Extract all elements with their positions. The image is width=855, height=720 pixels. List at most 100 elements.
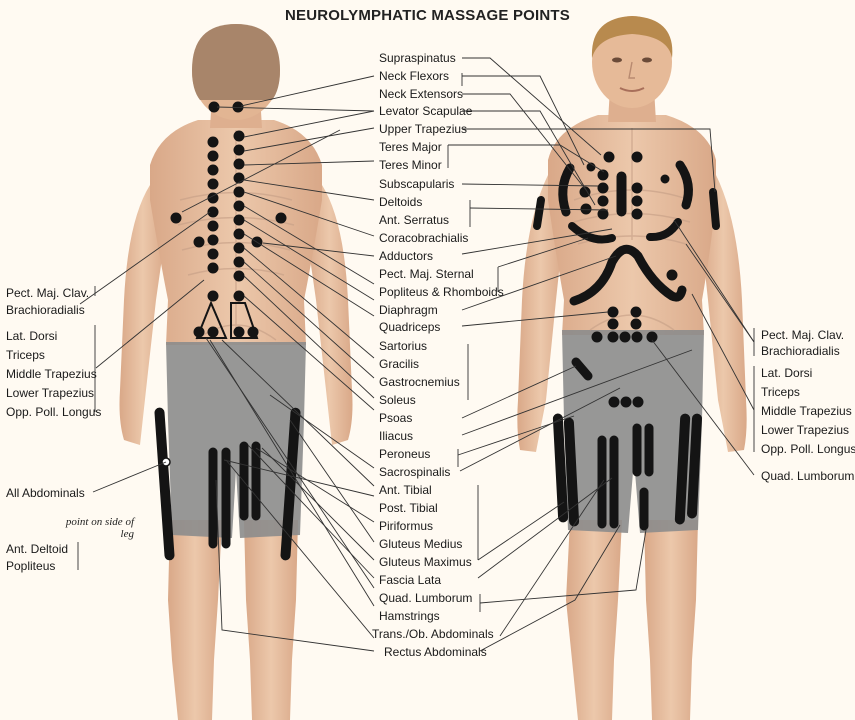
point-front-sternum-bar	[616, 171, 627, 217]
point-back-triangle-left	[195, 300, 228, 339]
point-back-lower	[233, 290, 245, 302]
label-left-middle-trapezius: Middle Trapezius	[6, 367, 97, 381]
label-levator-scapulae: Levator Scapulae	[379, 104, 473, 118]
label-right-middle-trapezius: Middle Trapezius	[761, 404, 852, 418]
point-back-lower	[207, 290, 219, 302]
label-quadriceps: Quadriceps	[379, 320, 441, 334]
point-back-spine	[233, 228, 245, 240]
point-front-chest	[631, 151, 643, 163]
note-point-on-side-of-leg: point on side of leg	[65, 516, 134, 540]
label-ant-deltoid: Ant. Deltoid	[6, 542, 69, 556]
label-ant-serratus: Ant. Serratus	[379, 213, 450, 227]
massage-points	[154, 101, 720, 561]
point-back-spine	[207, 150, 219, 162]
label-right-triceps: Triceps	[761, 385, 800, 399]
label-pect-maj-sternal: Pect. Maj. Sternal	[379, 267, 474, 281]
point-back-side	[193, 236, 205, 248]
label-left-brachioradialis: Brachioradialis	[6, 303, 85, 317]
point-back-leg-bar	[280, 407, 301, 561]
point-back-spine	[233, 242, 245, 254]
point-back-spine	[207, 262, 219, 274]
label-supraspinatus: Supraspinatus	[379, 51, 456, 65]
point-back-spine	[233, 172, 245, 184]
label-deltoids: Deltoids	[379, 195, 423, 209]
label-right-brachioradialis: Brachioradialis	[761, 344, 840, 358]
label-gluteus-medius: Gluteus Medius	[379, 537, 463, 551]
point-front-abdomen	[630, 306, 642, 318]
back-figure	[119, 24, 353, 720]
label-iliacus: Iliacus	[379, 429, 414, 443]
label-fascia-lata: Fascia Lata	[379, 573, 442, 587]
point-front-chest	[660, 174, 670, 184]
point-front-groin	[632, 396, 644, 408]
label-quad-lumborum: Quad. Lumborum	[379, 591, 473, 605]
label-popliteus-left: Popliteus	[6, 559, 56, 573]
point-front-chest	[579, 186, 591, 198]
point-front-under-chest	[646, 218, 682, 242]
point-front-abdomen	[591, 331, 603, 343]
point-front-leg-bar	[687, 413, 702, 519]
point-front-groin	[620, 396, 632, 408]
label-left-pect-maj-clav: Pect. Maj. Clav.	[6, 286, 90, 300]
point-back-spine	[233, 130, 245, 142]
point-back-side	[275, 212, 287, 224]
label-neck-flexors: Neck Flexors	[379, 69, 450, 83]
label-right-pect-maj-clav: Pect. Maj. Clav.	[761, 328, 845, 342]
point-back-spine	[207, 164, 219, 176]
point-front-side-bar	[558, 163, 575, 217]
point-front-arm-bar	[533, 196, 545, 230]
label-ant-tibial: Ant. Tibial	[379, 483, 432, 497]
label-right-lat-dorsi: Lat. Dorsi	[761, 366, 813, 380]
point-back-side	[170, 212, 182, 224]
label-peroneus: Peroneus	[379, 447, 431, 461]
label-adductors: Adductors	[379, 249, 434, 263]
label-left-opp-poll-longus: Opp. Poll. Longus	[6, 405, 102, 419]
point-back-leg-bar	[154, 407, 175, 561]
label-gluteus-maximus: Gluteus Maximus	[379, 555, 472, 569]
point-front-groin	[608, 396, 620, 408]
point-back-spine	[233, 158, 245, 170]
point-back-spine	[233, 270, 245, 282]
label-teres-major: Teres Major	[379, 140, 442, 154]
label-soleus: Soleus	[379, 393, 416, 407]
label-diaphragm: Diaphragm	[379, 303, 438, 317]
point-back-spine	[233, 144, 245, 156]
point-back-triangle-right	[230, 302, 259, 339]
label-teres-minor: Teres Minor	[379, 158, 442, 172]
label-trans-ob-abdominals: Trans./Ob. Abdominals	[372, 627, 494, 641]
point-back-leg-bar	[221, 447, 231, 549]
point-front-chest	[631, 195, 643, 207]
point-back-spine	[207, 248, 219, 260]
point-front-chest	[603, 151, 615, 163]
label-all-abdominals: All Abdominals	[6, 486, 85, 500]
diagram-title: NEUROLYMPHATIC MASSAGE POINTS	[285, 7, 570, 24]
label-coracobrachialis: Coracobrachialis	[379, 231, 469, 245]
label-right-lower-trapezius: Lower Trapezius	[761, 423, 850, 437]
point-back-sacral	[233, 326, 245, 338]
point-back-spine	[207, 178, 219, 190]
point-front-leg-bar	[597, 435, 607, 529]
point-front-leg-bar	[644, 423, 654, 477]
label-left-lat-dorsi: Lat. Dorsi	[6, 329, 58, 343]
point-front-abdomen	[607, 306, 619, 318]
label-subscapularis: Subscapularis	[379, 177, 455, 191]
label-right-quad-lumborum: Quad. Lumborum	[761, 469, 855, 483]
label-hamstrings: Hamstrings	[379, 609, 440, 623]
label-rectus-abdominals: Rectus Abdominals	[384, 645, 487, 659]
label-sartorius: Sartorius	[379, 339, 428, 353]
label-popliteus-rhomboids: Popliteus & Rhomboids	[379, 285, 504, 299]
point-front-chest	[597, 195, 609, 207]
point-front-abdomen	[646, 331, 658, 343]
point-back-spine	[207, 136, 219, 148]
point-back-spine	[233, 200, 245, 212]
point-front-abdomen	[607, 318, 619, 330]
point-back-spine	[207, 206, 219, 218]
label-piriformus: Piriformus	[379, 519, 434, 533]
point-front-leg-bar	[552, 413, 569, 523]
front-figure	[517, 16, 747, 720]
point-front-chest	[597, 208, 609, 220]
label-right-opp-poll-longus: Opp. Poll. Longus	[761, 442, 855, 456]
point-front-abdomen	[666, 269, 678, 281]
